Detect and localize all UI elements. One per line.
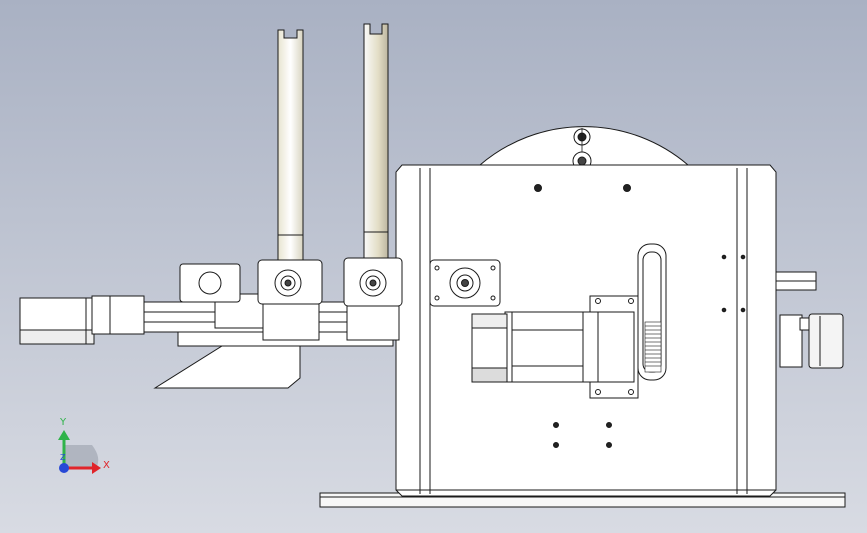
- rotary-disc[interactable]: [478, 126, 690, 166]
- servo-motor-rear-shade-top: [471, 313, 508, 329]
- housing-hole: [534, 184, 542, 192]
- bearing-support: [346, 305, 400, 341]
- bearing-support: [262, 303, 320, 341]
- servo-motor-body[interactable]: [504, 311, 599, 383]
- triad-y-arrowhead: [58, 430, 70, 440]
- triad-floor-shadow: [64, 445, 99, 468]
- bearing-block-hub-hole: [461, 279, 469, 287]
- coupling-block[interactable]: [779, 314, 803, 368]
- housing-hole: [740, 307, 746, 313]
- actuator-motor-cap: [19, 329, 95, 345]
- bearing-block-small-hub: [198, 271, 222, 295]
- machine-model[interactable]: [19, 23, 846, 508]
- gearbox-face: [597, 311, 635, 383]
- drive-gear: [644, 321, 662, 373]
- bearing-block-bolt: [434, 265, 440, 271]
- coordinate-triad: Y X Z: [58, 417, 110, 474]
- slide-tray[interactable]: [153, 345, 301, 389]
- bearing-block-hub-hole: [369, 279, 377, 287]
- triad-x-label: X: [103, 460, 110, 471]
- guide-post-right[interactable]: [363, 23, 389, 261]
- triad-z-axis: [59, 463, 69, 473]
- housing-hole: [721, 307, 727, 313]
- bearing-block-bolt: [434, 295, 440, 301]
- housing-hole: [721, 254, 727, 260]
- bracket-bolt: [595, 298, 601, 304]
- bracket-bolt: [595, 389, 601, 395]
- guide-post-left[interactable]: [277, 29, 304, 261]
- housing-hole: [606, 442, 612, 448]
- housing-hole: [606, 422, 612, 428]
- housing-hole: [623, 184, 631, 192]
- servo-motor-rear-shade: [471, 367, 508, 383]
- actuator-motor-flange: [91, 295, 145, 335]
- housing-hole: [553, 442, 559, 448]
- housing-hole: [553, 422, 559, 428]
- bearing-block-hub-hole: [284, 279, 292, 287]
- triad-y-label: Y: [59, 417, 67, 428]
- bearing-block-bolt: [490, 265, 496, 271]
- bracket-bolt: [628, 389, 634, 395]
- triad-z-label: Z: [60, 453, 66, 462]
- bearing-block-bolt: [490, 295, 496, 301]
- triad-x-arrowhead: [92, 462, 101, 474]
- bracket-bolt: [628, 298, 634, 304]
- disc-hub-hole: [577, 156, 587, 166]
- end-cap[interactable]: [808, 313, 844, 369]
- housing-hole: [740, 254, 746, 260]
